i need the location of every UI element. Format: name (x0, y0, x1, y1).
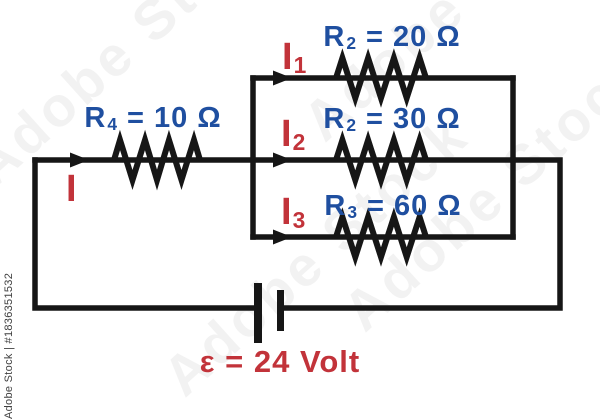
resistor-branch3-symbol (333, 207, 429, 267)
resistor-branch1-label: R2 = 20 Ω (323, 23, 460, 52)
resistor-branch2-name: R (323, 103, 346, 135)
resistor-branch3-value: = 60 Ω (358, 190, 462, 222)
resistor-branch3-label: R3 = 60 Ω (324, 192, 461, 221)
current-branch3-symbol: I (281, 191, 292, 233)
current-arrow-main (70, 152, 89, 168)
resistor-r4-value: = 10 Ω (118, 102, 222, 134)
resistor-r4-label: R4 = 10 Ω (84, 104, 221, 133)
resistor-r4-subscript: 4 (107, 113, 118, 134)
resistor-branch2-label: R2 = 30 Ω (323, 105, 460, 134)
resistor-r4-name: R (84, 102, 107, 134)
resistor-branch2-value: = 30 Ω (357, 103, 461, 135)
current-main-label: I (66, 170, 77, 208)
resistor-branch2-subscript: 2 (346, 114, 357, 135)
resistor-branch1-value: = 20 Ω (357, 21, 461, 53)
current-branch1-subscript: 1 (293, 51, 307, 78)
current-branch2-label: I2 (281, 115, 305, 153)
current-arrow-branch1 (273, 70, 292, 86)
resistor-branch2-symbol (333, 130, 429, 190)
battery-emf-label: ε = 24 Volt (199, 344, 361, 379)
resistor-branch3-subscript: 3 (347, 201, 358, 222)
current-branch3-label: I3 (281, 193, 305, 231)
battery-long-plate (254, 283, 262, 343)
wire-right-loop (280, 157, 563, 311)
current-arrow-branch2 (273, 152, 292, 168)
current-arrow-branch3 (273, 229, 292, 245)
current-branch2-symbol: I (281, 113, 292, 155)
current-branch1-label: I1 (282, 38, 306, 76)
battery-short-plate (277, 290, 284, 331)
resistor-branch1-name: R (323, 21, 346, 53)
current-branch1-symbol: I (282, 36, 293, 78)
resistor-branch1-subscript: 2 (346, 32, 357, 53)
current-branch2-subscript: 2 (292, 128, 306, 155)
current-branch3-subscript: 3 (292, 206, 306, 233)
current-main-symbol: I (66, 168, 77, 210)
resistor-r4-symbol (111, 129, 203, 191)
wire-left-loop (32, 157, 257, 311)
resistor-branch3-name: R (324, 190, 347, 222)
resistor-branch1-symbol (333, 48, 429, 108)
